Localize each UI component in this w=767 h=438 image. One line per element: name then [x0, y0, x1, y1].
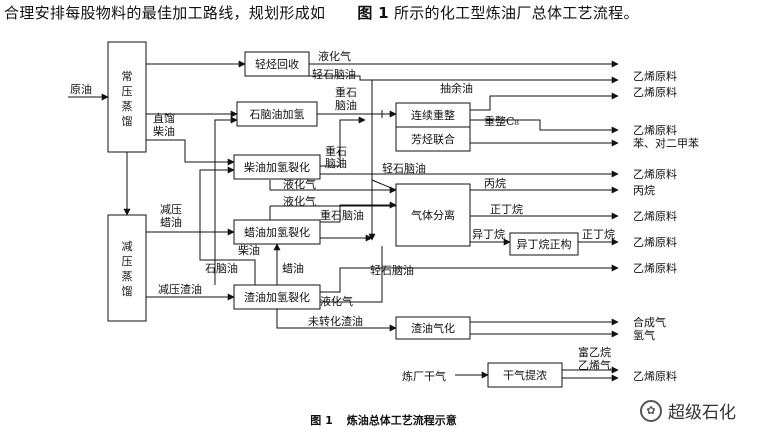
- box-aromatics-complex: 芳烃联合: [395, 126, 471, 152]
- label-diesel: 柴油: [153, 124, 175, 138]
- caption-number: 图 1: [310, 414, 333, 427]
- output-3: 乙烯原料: [633, 123, 677, 137]
- box-light-hc-recovery: 轻烃回收: [244, 51, 310, 77]
- svg-text:异丁烷正构: 异丁烷正构: [517, 237, 572, 251]
- label-light-naphtha-2: 轻石脑油: [382, 161, 426, 175]
- vac-char-2: 压: [122, 255, 133, 268]
- output-9: 乙烯原料: [633, 261, 677, 275]
- intro-part2: 所示的化工型炼油厂总体工艺流程。: [393, 4, 639, 22]
- svg-text:石脑油加氢: 石脑油加氢: [250, 107, 305, 121]
- label-heavy-2: 重石: [325, 144, 347, 158]
- label-lpg-4: 液化气: [320, 294, 353, 308]
- box-atmospheric-distillation: 常 压 蒸 馏: [107, 41, 147, 153]
- vac-char-4: 馏: [122, 284, 133, 298]
- watermark-text: 超级石化: [668, 403, 736, 423]
- output-5: 乙烯原料: [633, 167, 677, 181]
- label-heavy-naphtha-3: 重石脑油: [320, 208, 364, 222]
- box-resid-hydrocracking: 渣油加氢裂化: [233, 284, 321, 310]
- label-raffinate: 抽余油: [440, 81, 473, 95]
- box-dry-gas-concentration: 干气提浓: [487, 362, 563, 388]
- label-light-naphtha-3: 轻石脑油: [370, 263, 414, 277]
- label-light-naphtha: 轻石脑油: [312, 67, 356, 81]
- label-ethylene-gas: 乙烯气: [578, 358, 611, 372]
- label-vac-resid: 减压渣油: [158, 282, 202, 296]
- svg-text:气体分离: 气体分离: [411, 208, 455, 222]
- label-unconverted: 未转化渣油: [308, 314, 363, 328]
- svg-text:蜡油加氢裂化: 蜡油加氢裂化: [244, 225, 310, 239]
- svg-text:连续重整: 连续重整: [411, 108, 455, 122]
- label-heavy-1: 重石: [335, 85, 357, 99]
- label-propylene: 丙烷: [484, 176, 506, 190]
- label-nbutane: 正丁烷: [490, 202, 523, 216]
- figure-caption: 图 1 炼油总体工艺流程示意: [0, 412, 767, 428]
- atmos-char-3: 蒸: [122, 100, 133, 113]
- box-wax-hydrocracking: 蜡油加氢裂化: [233, 219, 321, 245]
- label-lpg: 液化气: [318, 49, 351, 63]
- box-resid-gasification: 渣油气化: [395, 316, 471, 340]
- vac-char-3: 蒸: [122, 270, 133, 283]
- svg-text:渣油加氢裂化: 渣油加氢裂化: [244, 290, 310, 304]
- label-wax-oil: 蜡油: [160, 215, 182, 229]
- output-2: 乙烯原料: [633, 85, 677, 99]
- output-8: 乙烯原料: [633, 235, 677, 249]
- atmos-char-4: 馏: [122, 114, 133, 128]
- label-straight: 直馏: [153, 111, 175, 125]
- svg-text:轻烃回收: 轻烃回收: [255, 57, 299, 71]
- box-gas-separation: 气体分离: [395, 183, 471, 247]
- label-naphtha-1: 脑油: [335, 98, 357, 112]
- output-10: 合成气: [633, 315, 666, 329]
- intro-part1: 合理安排每股物料的最佳加工路线，规划形成如: [4, 4, 326, 22]
- label-naphtha-small: 石脑油: [205, 261, 238, 275]
- svg-text:渣油气化: 渣油气化: [411, 321, 455, 335]
- label-lpg-2: 液化气: [283, 177, 316, 191]
- flow-lines: [68, 60, 619, 382]
- watermark: ✿ 超级石化: [640, 398, 736, 423]
- output-11: 氢气: [633, 328, 655, 342]
- wechat-icon: ✿: [640, 399, 662, 422]
- svg-text:芳烃联合: 芳烃联合: [411, 132, 455, 146]
- svg-text:柴油加氢裂化: 柴油加氢裂化: [244, 160, 310, 174]
- box-isobutane-isomerization: 异丁烷正构: [509, 232, 579, 256]
- atmos-char-2: 压: [122, 85, 133, 98]
- output-12: 乙烯原料: [633, 369, 677, 383]
- label-crude: 原油: [70, 82, 92, 96]
- box-naphtha-hydrotreating: 石脑油加氢: [236, 101, 318, 127]
- box-diesel-hydrocracking: 柴油加氢裂化: [233, 154, 321, 180]
- output-6: 丙烷: [633, 183, 655, 197]
- label-vac: 减压: [160, 203, 182, 216]
- label-diesel-small: 柴油: [238, 243, 260, 257]
- label-isobutane: 异丁烷: [472, 227, 505, 241]
- box-continuous-reforming: 连续重整: [395, 102, 471, 128]
- output-7: 乙烯原料: [633, 209, 677, 223]
- label-lpg-3: 液化气: [283, 194, 316, 208]
- label-heavy-reformate: 重整C₈: [484, 114, 519, 128]
- atmos-char-1: 常: [122, 70, 133, 83]
- label-wax-small: 蜡油: [282, 261, 304, 275]
- intro-text: 合理安排每股物料的最佳加工路线，规划形成如 图 1 所示的化工型炼油厂总体工艺流程…: [4, 2, 764, 23]
- output-1: 乙烯原料: [633, 69, 677, 83]
- label-refinery-gas: 炼厂干气: [402, 369, 446, 383]
- caption-title: 炼油总体工艺流程示意: [346, 414, 457, 427]
- intro-fig-ref: 图 1: [357, 4, 389, 22]
- label-nbutane-2: 正丁烷: [582, 227, 615, 241]
- svg-text:干气提浓: 干气提浓: [503, 368, 547, 382]
- label-rich-ethane: 富乙烷: [578, 345, 611, 359]
- label-naphtha-2: 脑油: [325, 156, 347, 170]
- box-vacuum-distillation: 减 压 蒸 馏: [107, 214, 147, 322]
- vac-char-1: 减: [122, 240, 133, 253]
- output-4: 苯、对二甲苯: [633, 136, 699, 150]
